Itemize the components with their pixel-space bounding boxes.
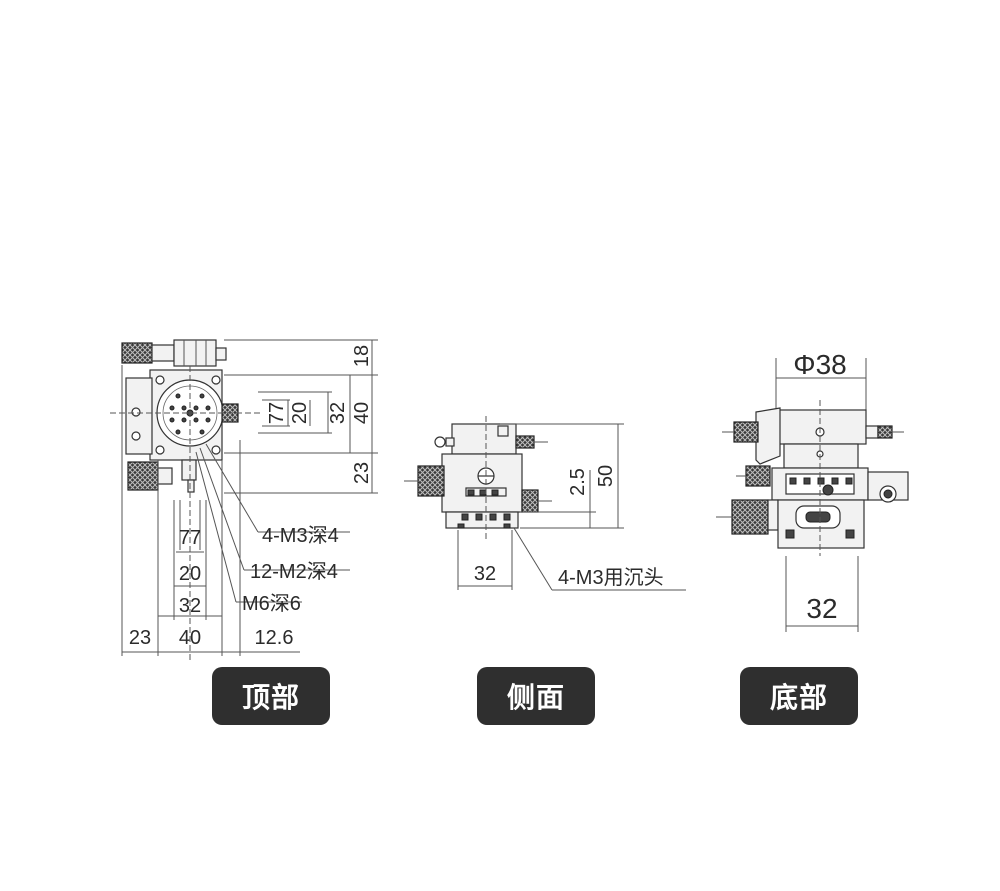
top-callout-12-m2: 12-M2深4	[250, 560, 338, 583]
label-top-view: 顶部	[212, 667, 330, 725]
bottom-view-drawing	[716, 358, 909, 632]
side-dim-32: 32	[474, 563, 496, 585]
top-dim-18: 18	[351, 345, 373, 367]
top-dim-20-right: 20	[289, 402, 311, 424]
top-dim-23-bottom: 23	[129, 627, 151, 649]
top-view-drawing	[110, 339, 378, 660]
side-callout-4-m3: 4-M3用沉头	[558, 566, 664, 589]
side-view-drawing	[404, 416, 686, 591]
side-dim-50: 50	[595, 465, 617, 487]
side-dim-2-5: 2.5	[567, 468, 589, 496]
top-dim-32-bottom: 32	[179, 595, 201, 617]
top-dim-40-bottom: 40	[179, 627, 201, 649]
top-knob-upper	[121, 342, 153, 364]
top-dim-77-bottom: 77	[179, 527, 201, 549]
bottom-knob-lower	[731, 499, 769, 535]
side-knob-left	[417, 465, 445, 497]
top-callout-4-m3: 4-M3深4	[262, 524, 339, 547]
bottom-knob-top	[733, 421, 759, 443]
label-side-view: 侧面	[477, 667, 595, 725]
bottom-dim-phi-38: Φ38	[793, 349, 846, 380]
top-dim-32-right: 32	[327, 402, 349, 424]
bottom-dim-32: 32	[806, 593, 837, 624]
label-bottom-view: 底部	[740, 667, 858, 725]
bottom-upper-block	[771, 409, 867, 445]
top-dim-77-right: 77	[266, 402, 288, 424]
top-callout-m6: M6深6	[242, 592, 301, 615]
top-dim-12-6-bottom: 12.6	[255, 627, 294, 649]
top-knob-lower	[127, 461, 159, 491]
top-dim-23-right: 23	[351, 462, 373, 484]
top-view-bottom-dims	[121, 365, 350, 656]
side-knob-right	[521, 489, 539, 513]
top-dim-40-right: 40	[351, 402, 373, 424]
top-dim-20-bottom: 20	[179, 563, 201, 585]
